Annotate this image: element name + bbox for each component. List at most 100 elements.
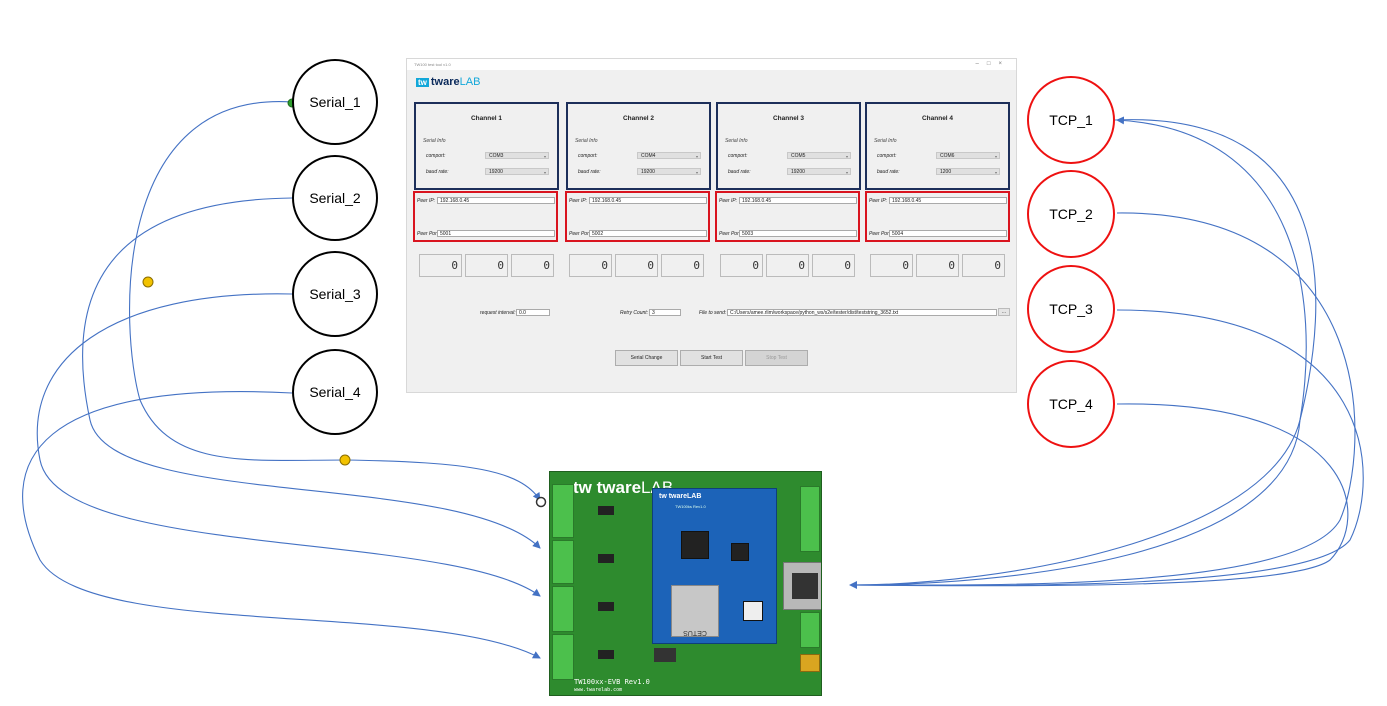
peer-port-label: Peer Port: <box>869 231 892 237</box>
baud-select[interactable]: 1200▾ <box>936 168 1000 175</box>
channel-3-peer-panel: Peer IP: 192.168.0.45 Peer Port: 5003 <box>715 191 860 242</box>
terminal-block <box>552 586 574 632</box>
wire-tcp-4 <box>851 403 1349 587</box>
comport-value: COM6 <box>940 153 955 159</box>
comport-select[interactable]: COM5▾ <box>787 152 851 159</box>
baud-select[interactable]: 19200▾ <box>787 168 851 175</box>
peer-ip-label: Peer IP: <box>417 198 436 204</box>
peer-ip-input[interactable]: 192.168.0.45 <box>889 197 1007 204</box>
logo-name: tware <box>430 76 460 88</box>
board-logo-name: tware <box>596 478 642 497</box>
chevron-down-icon: ▾ <box>543 154 546 159</box>
wire-tcp-2 <box>851 212 1356 586</box>
evaluation-board: tw twareLAB tw twareLAB TW100ks Rev1.0 C… <box>549 471 822 696</box>
serial-info-label: Serial Info <box>874 138 897 144</box>
module-brand: tw twareLAB <box>659 493 702 500</box>
file-label: File to send: <box>699 310 727 316</box>
baud-select[interactable]: 19200▾ <box>485 168 549 175</box>
channel-4-panel: Channel 4 Serial Info comport: COM6▾ bau… <box>865 102 1010 190</box>
serial-info-label: Serial Info <box>725 138 748 144</box>
rj45-hole <box>792 573 818 599</box>
node-label: TCP_4 <box>1049 396 1093 412</box>
chevron-down-icon: ▾ <box>845 154 848 159</box>
baud-value: 19200 <box>641 169 655 175</box>
peer-port-input[interactable]: 5001 <box>437 230 555 237</box>
counter-display: 0 <box>916 254 959 277</box>
counter-display: 0 <box>511 254 554 277</box>
wire-dot-yellow-2 <box>339 454 351 466</box>
chevron-down-icon: ▾ <box>543 170 546 175</box>
terminal-block <box>800 486 820 552</box>
peer-port-input[interactable]: 5004 <box>889 230 1007 237</box>
wire-serial-2 <box>82 197 541 549</box>
baud-select[interactable]: 19200▾ <box>637 168 701 175</box>
terminal-block <box>552 634 574 680</box>
board-logo-mark: tw <box>573 478 592 497</box>
baud-value: 1200 <box>940 169 952 175</box>
chevron-down-icon: ▾ <box>994 154 997 159</box>
retry-label: Retry Count: <box>620 310 649 316</box>
transceiver-chip <box>598 650 614 659</box>
usb-port <box>800 654 820 672</box>
wire-serial-4 <box>22 391 541 659</box>
wire-dot-yellow-1 <box>142 276 154 288</box>
title-bar: TW100 test tool v1.0 –□× <box>407 59 1016 70</box>
node-serial-3: Serial_3 <box>292 251 378 337</box>
interval-input[interactable]: 0.0 <box>516 309 550 316</box>
comport-select[interactable]: COM4 ▾ <box>637 152 701 159</box>
comport-label: comport: <box>728 153 748 159</box>
module-version: TW100ks Rev1.0 <box>675 504 706 509</box>
cetus-chip: CETUS <box>671 585 719 637</box>
wire-tcp-1-back <box>849 116 1307 586</box>
browse-button[interactable]: ... <box>998 308 1010 316</box>
node-tcp-3: TCP_3 <box>1027 265 1115 353</box>
counter-display: 0 <box>465 254 508 277</box>
comport-select[interactable]: COM3 ▾ <box>485 152 549 159</box>
node-serial-2: Serial_2 <box>292 155 378 241</box>
baud-value: 19200 <box>791 169 805 175</box>
phy-chip <box>731 543 749 561</box>
node-label: Serial_3 <box>309 286 361 302</box>
peer-port-label: Peer Port: <box>569 231 592 237</box>
node-tcp-2: TCP_2 <box>1027 170 1115 258</box>
stop-test-button[interactable]: Stop Test <box>745 350 808 366</box>
peer-port-input[interactable]: 5003 <box>739 230 857 237</box>
baud-label: baud rate: <box>728 169 751 175</box>
file-path-input[interactable]: C:/Users/amee.rlim/workspace/python_ws/s… <box>727 309 997 316</box>
interval-label: request interval: <box>480 310 516 316</box>
ethernet-port <box>783 562 821 610</box>
peer-ip-input[interactable]: 192.168.0.45 <box>739 197 857 204</box>
baud-label: baud rate: <box>426 169 449 175</box>
chevron-down-icon: ▾ <box>695 154 698 159</box>
start-test-button[interactable]: Start Test <box>680 350 743 366</box>
channel-title: Channel 1 <box>470 115 503 122</box>
counter-display: 0 <box>720 254 763 277</box>
channel-2-panel: Channel 2 Serial Info comport: COM4▾ bau… <box>566 102 711 190</box>
qr-code <box>743 601 763 621</box>
channel-title: Channel 2 <box>622 115 655 122</box>
node-serial-1: Serial_1 <box>292 59 378 145</box>
serial-change-button[interactable]: Serial Change <box>615 350 678 366</box>
serial-info-label: Serial Info <box>423 138 446 144</box>
node-label: TCP_3 <box>1049 301 1093 317</box>
retry-input[interactable]: 3 <box>649 309 681 316</box>
wire-dot-end <box>535 496 547 508</box>
peer-ip-label: Peer IP: <box>719 198 738 204</box>
transceiver-chip <box>598 602 614 611</box>
window-title: TW100 test tool v1.0 <box>414 62 451 67</box>
peer-ip-input[interactable]: 192.168.0.45 <box>437 197 555 204</box>
window-controls[interactable]: –□× <box>975 61 1010 67</box>
comport-label: comport: <box>877 153 897 159</box>
counter-display: 0 <box>870 254 913 277</box>
comport-select[interactable]: COM6 ▾ <box>936 152 1000 159</box>
node-serial-4: Serial_4 <box>292 349 378 435</box>
peer-port-input[interactable]: 5002 <box>589 230 707 237</box>
peer-ip-input[interactable]: 192.168.0.45 <box>589 197 707 204</box>
node-label: Serial_1 <box>309 94 361 110</box>
comport-value: COM3 <box>489 153 504 159</box>
logo-mark: tw <box>416 78 429 87</box>
comport-value: COM4 <box>641 153 656 159</box>
logo-suffix: LAB <box>459 76 481 88</box>
